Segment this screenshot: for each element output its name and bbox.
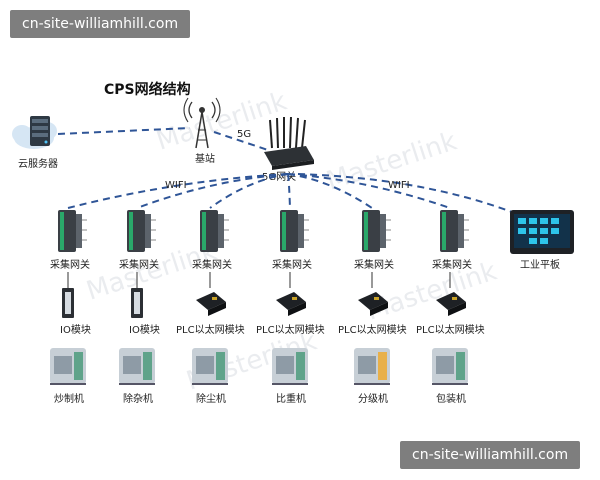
collector-gateway-label: 采集网关 [50,258,90,271]
machine-image [119,348,155,385]
gateway-link [287,173,451,209]
collector-gateway-icon [127,210,156,252]
industrial-tablet-icon [510,210,574,254]
collector-gateway-label: 采集网关 [272,258,312,271]
collector-gateway-label: 采集网关 [119,258,159,271]
collector-gateway-label: 采集网关 [192,258,232,271]
module-label: PLC以太网模块 [176,323,245,336]
industrial-tablet-label: 工业平板 [520,258,560,271]
wifi-left-label: WIFI [165,180,187,191]
collector-gateway-icon [58,210,87,252]
bg-watermark: Masterlink [83,236,220,306]
module-label: PLC以太网模块 [416,323,485,336]
collector-gateway-label: 采集网关 [432,258,472,271]
cloud-server-icon [12,116,57,149]
machine-image [50,348,86,385]
watermark-bottom: cn-site-williamhill.com [400,441,581,469]
gateway-link [287,173,291,209]
plc-ethernet-module-icon [196,292,226,316]
module-label: PLC以太网模块 [338,323,407,336]
gateway-link [209,173,289,209]
module-label: IO模块 [129,324,160,336]
link-5g-label: 5G [237,129,251,140]
base-station-icon [183,97,221,149]
machine-label: 比重机 [276,392,306,405]
machine-label: 除杂机 [123,392,153,405]
machine-label: 包装机 [436,392,466,405]
5g-gateway-icon [264,116,314,170]
plc-ethernet-module-icon [436,292,466,316]
gateway-links [67,173,513,213]
5g-gateway-label: 5G网关 [262,170,296,183]
machine-image [192,348,228,385]
io-module-icon [131,288,143,318]
machine-image [272,348,308,385]
module-label: IO模块 [60,324,91,336]
machine-label: 分级机 [358,392,388,405]
watermark-top: cn-site-williamhill.com [10,10,191,38]
cloud-server-label: 云服务器 [18,157,58,170]
page-title: CPS网络结构 [104,81,191,98]
plc-ethernet-module-icon [358,292,388,316]
gateway-link-tablet [297,173,513,213]
collector-gateway-icon [280,210,309,252]
collector-gateway-label: 采集网关 [354,258,394,271]
collector-columns: 采集网关IO模块炒制机采集网关IO模块除杂机采集网关PLC以太网模块除尘机采集网… [50,210,485,405]
plc-ethernet-module-icon [276,292,306,316]
collector-gateway-icon [200,210,229,252]
link-basestation-gateway [213,131,269,151]
machine-image [432,348,468,385]
machine-label: 炒制机 [54,392,84,405]
wifi-right-label: WIFI [388,180,410,191]
gateway-link [67,173,289,209]
gateway-link [136,173,289,209]
base-station-label: 基站 [195,152,215,165]
machine-label: 除尘机 [196,392,226,405]
module-label: PLC以太网模块 [256,323,325,336]
io-module-icon [62,288,74,318]
collector-gateway-icon [362,210,391,252]
link-server-basestation [57,127,191,135]
machine-image [354,348,390,385]
collector-gateway-icon [440,210,469,252]
